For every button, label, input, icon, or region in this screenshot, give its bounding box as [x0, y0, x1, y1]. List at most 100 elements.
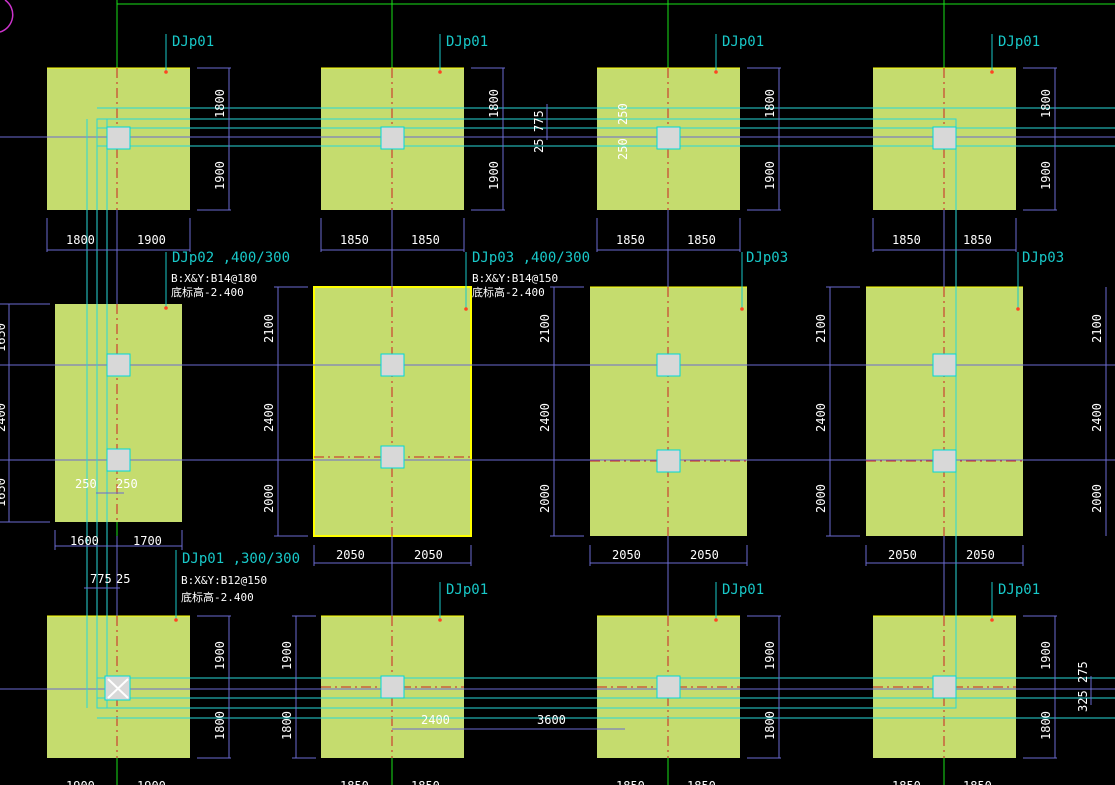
dim-text: 1800 — [213, 89, 227, 118]
dim-text: 1800 — [487, 89, 501, 118]
dim-text: 2400 — [1090, 403, 1104, 432]
dim-text: 1900 — [1039, 641, 1053, 670]
dim-text: 2050 — [690, 548, 719, 562]
dim-text: 1850 — [892, 779, 921, 785]
column — [380, 675, 405, 699]
dim-text: 1650 — [0, 478, 8, 507]
leader-lines — [165, 34, 1019, 620]
dim-text: 1800 — [763, 89, 777, 118]
column — [932, 126, 957, 150]
dim-text: 1900 — [763, 641, 777, 670]
elevation-note: 底标高-2.400 — [472, 285, 545, 299]
dim-text: 1900 — [137, 233, 166, 247]
dimension-lines — [0, 67, 1107, 759]
dim-text: 2400 — [0, 403, 8, 432]
footing-label[interactable]: DJp03 — [1022, 250, 1064, 266]
dim-text: 2400 — [538, 403, 552, 432]
dim-text: 1800 — [1039, 89, 1053, 118]
dim-text: 2050 — [414, 548, 443, 562]
dim-text: 2050 — [888, 548, 917, 562]
footing-label[interactable]: DJp01 — [998, 34, 1040, 50]
dim-text: 2000 — [814, 484, 828, 513]
footing-mid-1[interactable] — [55, 304, 182, 522]
column — [380, 445, 405, 469]
dim-text: 2050 — [336, 548, 365, 562]
dim-text: 1850 — [616, 779, 645, 785]
dim-text: 2000 — [538, 484, 552, 513]
dim-text: 1900 — [66, 779, 95, 785]
column — [656, 126, 681, 150]
column — [656, 675, 681, 699]
dim-text: 1850 — [687, 779, 716, 785]
dim-text: 1900 — [280, 641, 294, 670]
dim-text: 2400 — [814, 403, 828, 432]
dim-text: 2100 — [1090, 314, 1104, 343]
dim-text: 1800 — [280, 711, 294, 740]
dim-text: 1850 — [411, 233, 440, 247]
dim-text: 1800 — [213, 711, 227, 740]
rebar-note: B:X&Y:B14@180 — [171, 272, 257, 285]
dim-text: 2050 — [966, 548, 995, 562]
arc-fragment — [0, 0, 14, 33]
column — [106, 126, 131, 150]
dim-text: 1900 — [213, 161, 227, 190]
dim-text: 2000 — [262, 484, 276, 513]
footing-label[interactable]: DJp03 ,400/300 — [472, 250, 590, 266]
dim-text: 1800 — [1039, 711, 1053, 740]
dimension-texts: 1800 1900 1850 1850 1850 1850 1850 1850 … — [0, 89, 1104, 785]
footing-label[interactable]: DJp01 — [446, 582, 488, 598]
dim-text: 1850 — [411, 779, 440, 785]
dim-text: 2000 — [1090, 484, 1104, 513]
dim-text: 250 — [616, 103, 630, 125]
column — [380, 126, 405, 150]
dim-text: 2100 — [262, 314, 276, 343]
footing-label[interactable]: DJp01 — [172, 34, 214, 50]
dim-text: 25 — [532, 139, 546, 153]
column — [656, 353, 681, 377]
rebar-note: B:X&Y:B14@150 — [472, 272, 558, 285]
dim-text: 1650 — [0, 323, 8, 352]
dim-text: 2400 — [262, 403, 276, 432]
dim-text: 1850 — [963, 233, 992, 247]
dim-text: 775 — [532, 110, 546, 132]
footing-label[interactable]: DJp02 ,400/300 — [172, 250, 290, 266]
column — [106, 353, 131, 377]
footing-label[interactable]: DJp01 — [446, 34, 488, 50]
footing-label[interactable]: DJp01 — [998, 582, 1040, 598]
column — [656, 449, 681, 473]
dim-text: 2100 — [538, 314, 552, 343]
footing-label[interactable]: DJp01 — [722, 582, 764, 598]
selected-column-cross — [107, 678, 129, 699]
dim-text: 1900 — [763, 161, 777, 190]
dim-text: 1600 — [70, 534, 99, 548]
footing-label[interactable]: DJp01 ,300/300 — [182, 551, 300, 567]
elevation-note: 底标高-2.400 — [171, 285, 244, 299]
dim-text: 1850 — [616, 233, 645, 247]
dim-text: 275 — [1076, 661, 1090, 683]
dim-text: 25 — [116, 572, 130, 586]
dim-text: 250 — [116, 477, 138, 491]
dim-text: 250 — [616, 138, 630, 160]
footing-label[interactable]: DJp01 — [722, 34, 764, 50]
footing-label[interactable]: DJp03 — [746, 250, 788, 266]
dim-text: 1850 — [340, 779, 369, 785]
elevation-note: 底标高-2.400 — [181, 590, 254, 604]
dim-text: 1800 — [66, 233, 95, 247]
footing-labels: DJp01 DJp01 DJp01 DJp01 DJp02 ,400/300 D… — [172, 34, 1064, 598]
rebar-note: B:X&Y:B12@150 — [181, 574, 267, 587]
dim-text: 1850 — [892, 233, 921, 247]
dim-text: 2100 — [814, 314, 828, 343]
grid-lines — [0, 136, 1115, 690]
reinforcement-notes: B:X&Y:B14@180 底标高-2.400 B:X&Y:B14@150 底标… — [171, 272, 558, 604]
column — [106, 448, 131, 472]
dim-text: 1900 — [137, 779, 166, 785]
dim-text: 1700 — [133, 534, 162, 548]
dim-text: 1850 — [687, 233, 716, 247]
dim-text: 1900 — [213, 641, 227, 670]
dim-text: 775 — [90, 572, 112, 586]
dim-text: 325 — [1076, 690, 1090, 712]
dim-text: 1900 — [1039, 161, 1053, 190]
dim-text: 2050 — [612, 548, 641, 562]
dim-text: 1850 — [340, 233, 369, 247]
